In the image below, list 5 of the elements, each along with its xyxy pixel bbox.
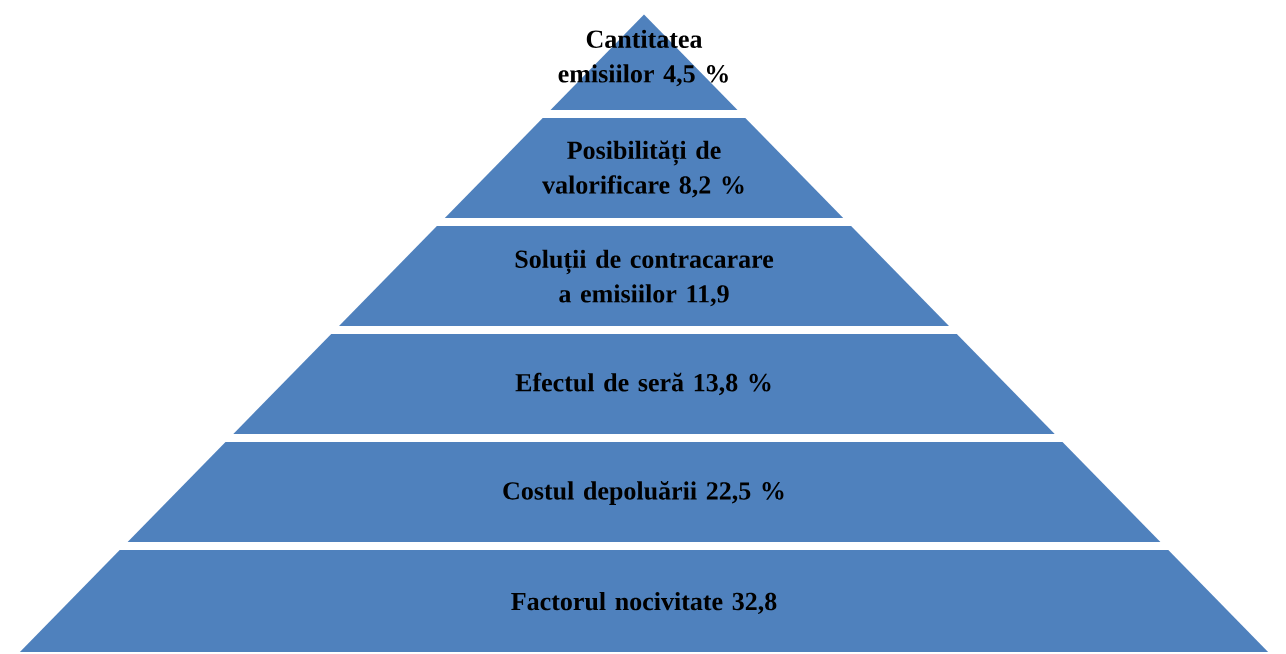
pyramid-level: Efectul de seră 13,8 % — [233, 334, 1055, 434]
pyramid-level: Soluții de contracarare a emisiilor 11,9 — [339, 226, 949, 326]
pyramid-level: Posibilități de valorificare 8,2 % — [444, 118, 844, 218]
pyramid-level: Costul depoluării 22,5 % — [127, 442, 1161, 542]
pyramid-level: Factorul nocivitate 32,8 — [19, 550, 1269, 652]
